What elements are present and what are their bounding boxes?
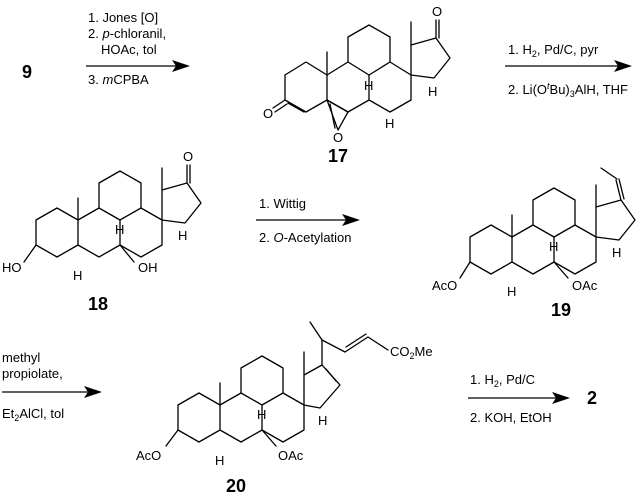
- svg-text:HOAc, tol: HOAc, tol: [101, 42, 157, 57]
- compound-19-label: 19: [551, 300, 571, 320]
- svg-text:methyl: methyl: [2, 350, 40, 365]
- compound-18-structure: O HO OH H H H H: [2, 149, 202, 283]
- svg-text:H: H: [549, 239, 558, 254]
- compound-9-label: 9: [22, 62, 32, 82]
- svg-text:O: O: [183, 149, 193, 164]
- svg-text:1. H2, Pd/C: 1. H2, Pd/C: [470, 372, 535, 389]
- svg-text:O: O: [432, 4, 442, 19]
- compound-20-label: 20: [226, 476, 246, 496]
- svg-text:1. Jones [O]: 1. Jones [O]: [88, 10, 158, 25]
- reaction-arrow-3: [256, 214, 360, 226]
- svg-text:Et2AlCl, tol: Et2AlCl, tol: [2, 406, 64, 423]
- svg-text:H: H: [73, 268, 82, 283]
- svg-text:propiolate,: propiolate,: [2, 366, 63, 381]
- step3-conditions: 1. Wittig 2. O-Acetylation: [259, 196, 352, 245]
- svg-text:OAc: OAc: [572, 278, 598, 293]
- svg-text:H: H: [612, 245, 621, 260]
- svg-text:HO: HO: [2, 260, 22, 275]
- svg-text:H: H: [507, 284, 516, 299]
- reaction-arrow-1: [86, 60, 190, 72]
- svg-text:2. O-Acetylation: 2. O-Acetylation: [259, 230, 352, 245]
- step5-conditions: 1. H2, Pd/C 2. KOH, EtOH: [470, 372, 552, 425]
- svg-text:H: H: [318, 413, 327, 428]
- svg-text:AcO: AcO: [136, 448, 161, 463]
- svg-text:H: H: [115, 222, 124, 237]
- svg-text:2. Li(OtBu)3AlH, THF: 2. Li(OtBu)3AlH, THF: [508, 81, 628, 99]
- svg-text:H: H: [428, 84, 437, 99]
- svg-text:OAc: OAc: [278, 448, 304, 463]
- svg-text:H: H: [364, 78, 373, 93]
- reaction-arrow-5: [468, 392, 570, 404]
- svg-text:CO2Me: CO2Me: [390, 344, 433, 361]
- svg-text:O: O: [263, 106, 273, 121]
- svg-text:3. mCPBA: 3. mCPBA: [88, 72, 149, 87]
- svg-text:H: H: [257, 407, 266, 422]
- compound-18-label: 18: [88, 294, 108, 314]
- svg-text:H: H: [385, 116, 394, 131]
- compound-17-label: 17: [328, 146, 348, 166]
- reaction-arrow-2: [505, 60, 632, 72]
- compound-17-structure: O O O H H H: [263, 4, 451, 145]
- svg-text:1. Wittig: 1. Wittig: [259, 196, 306, 211]
- step4-conditions: methyl propiolate, Et2AlCl, tol: [2, 350, 64, 423]
- svg-text:2. KOH, EtOH: 2. KOH, EtOH: [470, 410, 552, 425]
- step2-conditions: 1. H2, Pd/C, pyr 2. Li(OtBu)3AlH, THF: [508, 42, 628, 99]
- svg-text:AcO: AcO: [432, 278, 457, 293]
- svg-text:1. H2, Pd/C, pyr: 1. H2, Pd/C, pyr: [508, 42, 599, 59]
- svg-text:H: H: [178, 228, 187, 243]
- svg-text:OH: OH: [138, 260, 158, 275]
- svg-text:2. p-chloranil,: 2. p-chloranil,: [88, 26, 166, 41]
- svg-text:O: O: [333, 130, 343, 145]
- step1-conditions: 1. Jones [O] 2. p-chloranil, HOAc, tol 3…: [88, 10, 166, 87]
- svg-text:H: H: [215, 453, 224, 468]
- compound-2-label: 2: [587, 388, 597, 408]
- compound-19-structure: AcO OAc H H H: [432, 167, 636, 299]
- reaction-arrow-4: [2, 386, 102, 398]
- compound-20-structure: CO2Me AcO OAc H H H: [136, 321, 433, 468]
